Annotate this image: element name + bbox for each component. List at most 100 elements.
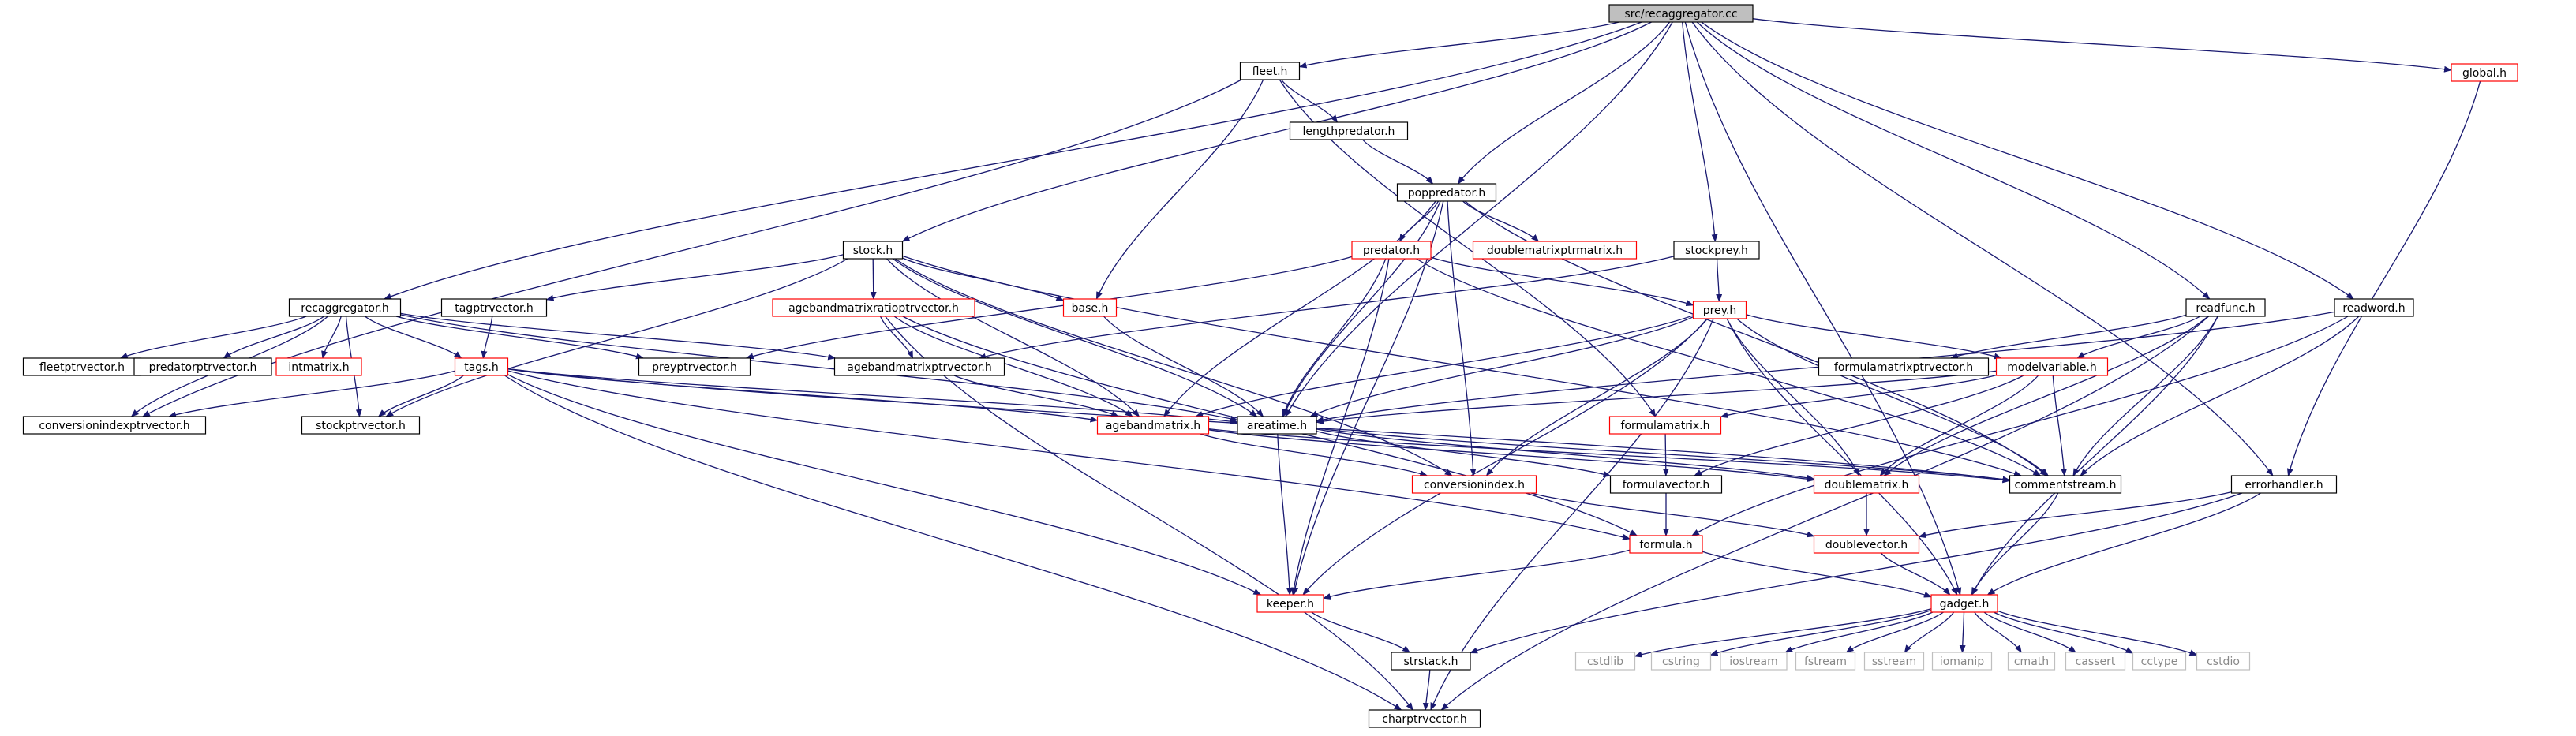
edge-commentstream-to-gadget [1971,492,2059,596]
node-box-poppredator [1396,183,1497,202]
node-agebandmatrixptrvector[interactable]: agebandmatrixptrvector.h [833,357,1005,376]
node-preyptrvector[interactable]: preyptrvector.h [638,357,751,376]
node-prey[interactable]: prey.h [1692,301,1747,319]
edge-gadget-to-sstream [1904,611,1955,653]
edge-poppredator-to-doublematrixptrmatrix [1462,200,1540,242]
node-formulavector[interactable]: formulavector.h [1609,475,1723,494]
node-modelvariable[interactable]: modelvariable.h [1995,357,2109,376]
node-label-readfunc: readfunc.h [2196,302,2255,315]
node-predatorptrvector[interactable]: predatorptrvector.h [133,357,272,376]
node-formula[interactable]: formula.h [1629,535,1703,554]
node-box-charptrvector [1368,709,1481,728]
edge-agebandmatrixptrvector-to-agebandmatrix [953,375,1119,417]
node-conversionindex[interactable]: conversionindex.h [1411,475,1537,494]
node-predator[interactable]: predator.h [1351,241,1432,260]
edge-agebandmatrix-to-conversionindex [1200,433,1428,477]
node-cctype[interactable]: cctype [2132,652,2187,671]
edge-root-to-stock [901,21,1652,242]
edge-stockprey-to-agebandmatrixptrvector [978,256,1675,360]
node-keeper[interactable]: keeper.h [1256,594,1324,613]
node-errorhandler[interactable]: errorhandler.h [2230,475,2338,494]
node-label-charptrvector: charptrvector.h [1382,713,1466,726]
node-agebandmatrixratioptrvector[interactable]: agebandmatrixratioptrvector.h [772,298,975,317]
node-box-intmatrix [275,357,362,376]
node-recaggregator[interactable]: recaggregator.h [288,298,402,317]
node-readword[interactable]: readword.h [2334,298,2414,317]
edge-tags-to-conversionindexptrvector [168,370,455,418]
node-label-conversionindexptrvector: conversionindexptrvector.h [39,420,189,432]
node-strstack[interactable]: strstack.h [1391,652,1471,671]
node-lengthpredator[interactable]: lengthpredator.h [1289,121,1409,140]
node-label-agebandmatrixptrvector: agebandmatrixptrvector.h [847,361,992,374]
node-tags[interactable]: tags.h [454,357,509,376]
node-cstdio[interactable]: cstdio [2196,652,2251,671]
node-fleet[interactable]: fleet.h [1239,62,1301,80]
node-tagptrvector[interactable]: tagptrvector.h [440,298,548,317]
node-label-cstdio: cstdio [2207,656,2240,668]
node-box-cassert [2065,652,2126,671]
node-label-formulamatrix: formulamatrix.h [1621,420,1710,432]
node-label-doublematrixptrmatrix: doublematrixptrmatrix.h [1487,245,1623,257]
edge-conversionindex-to-doublevector [1530,492,1815,538]
node-iostream[interactable]: iostream [1720,652,1788,671]
edge-root-to-gadget [1684,21,1962,596]
node-gadget[interactable]: gadget.h [1930,594,1998,613]
node-formulamatrixptrvector[interactable]: formulamatrixptrvector.h [1818,357,1990,376]
edge-errorhandler-to-gadget [1986,492,2261,596]
node-box-commentstream [2009,475,2122,494]
edge-gadget-to-cassert [1983,611,2076,653]
node-doublematrix[interactable]: doublematrix.h [1813,475,1920,494]
node-iomanip[interactable]: iomanip [1931,652,1993,671]
edge-stock-to-agebandmatrixratioptrvector [870,258,877,300]
node-fstream[interactable]: fstream [1795,652,1856,671]
edge-errorhandler-to-strstack [1470,492,2243,654]
node-sstream[interactable]: sstream [1863,652,1925,671]
node-cmath[interactable]: cmath [2007,652,2056,671]
node-commentstream[interactable]: commentstream.h [2009,475,2122,494]
node-base[interactable]: base.h [1062,298,1118,317]
edge-gadget-to-cstdio [1997,610,2198,656]
edge-gadget-to-cstring [1709,609,1932,656]
node-box-fstream [1795,652,1856,671]
edge-gadget-to-iomanip [1959,611,1966,653]
node-stockptrvector[interactable]: stockptrvector.h [301,416,421,435]
node-label-stock: stock.h [853,245,893,257]
node-doublevector[interactable]: doublevector.h [1813,535,1920,554]
node-label-iomanip: iomanip [1940,656,1984,668]
node-conversionindexptrvector[interactable]: conversionindexptrvector.h [22,416,207,435]
node-formulamatrix[interactable]: formulamatrix.h [1608,416,1722,435]
edge-base-to-areatime [1103,316,1264,417]
node-label-formulamatrixptrvector: formulamatrixptrvector.h [1834,361,1973,374]
node-cstdlib[interactable]: cstdlib [1574,652,1636,671]
node-box-cmath [2007,652,2056,671]
node-label-stockprey: stockprey.h [1685,245,1748,257]
node-label-doublematrix: doublematrix.h [1825,479,1909,491]
node-global[interactable]: global.h [2451,63,2518,82]
node-areatime[interactable]: areatime.h [1237,416,1317,435]
edge-fleet-to-base [1095,79,1264,300]
node-doublematrixptrmatrix[interactable]: doublematrixptrmatrix.h [1472,241,1638,260]
node-poppredator[interactable]: poppredator.h [1396,183,1497,202]
node-readfunc[interactable]: readfunc.h [2185,298,2266,317]
node-label-intmatrix: intmatrix.h [288,361,349,374]
edge-root-to-areatime [1285,21,1673,417]
node-label-cmath: cmath [2014,656,2049,668]
node-intmatrix[interactable]: intmatrix.h [275,357,362,376]
node-cassert[interactable]: cassert [2065,652,2126,671]
node-label-agebandmatrixratioptrvector: agebandmatrixratioptrvector.h [788,302,959,315]
edge-lengthpredator-to-poppredator [1362,139,1434,185]
node-cstring[interactable]: cstring [1650,652,1712,671]
node-box-stock [842,241,904,260]
node-box-modelvariable [1995,357,2109,376]
edge-predator-to-areatime [1282,258,1387,417]
edge-root-to-fleet [1298,21,1619,69]
node-fleetptrvector[interactable]: fleetptrvector.h [22,357,142,376]
node-label-cstring: cstring [1662,656,1700,668]
node-root[interactable]: src/recaggregator.cc [1608,4,1754,23]
node-stockprey[interactable]: stockprey.h [1673,241,1760,260]
node-box-formulamatrix [1608,416,1722,435]
node-label-global: global.h [2462,67,2507,80]
node-charptrvector[interactable]: charptrvector.h [1368,709,1481,728]
node-agebandmatrix[interactable]: agebandmatrix.h [1096,416,1210,435]
node-stock[interactable]: stock.h [842,241,904,260]
